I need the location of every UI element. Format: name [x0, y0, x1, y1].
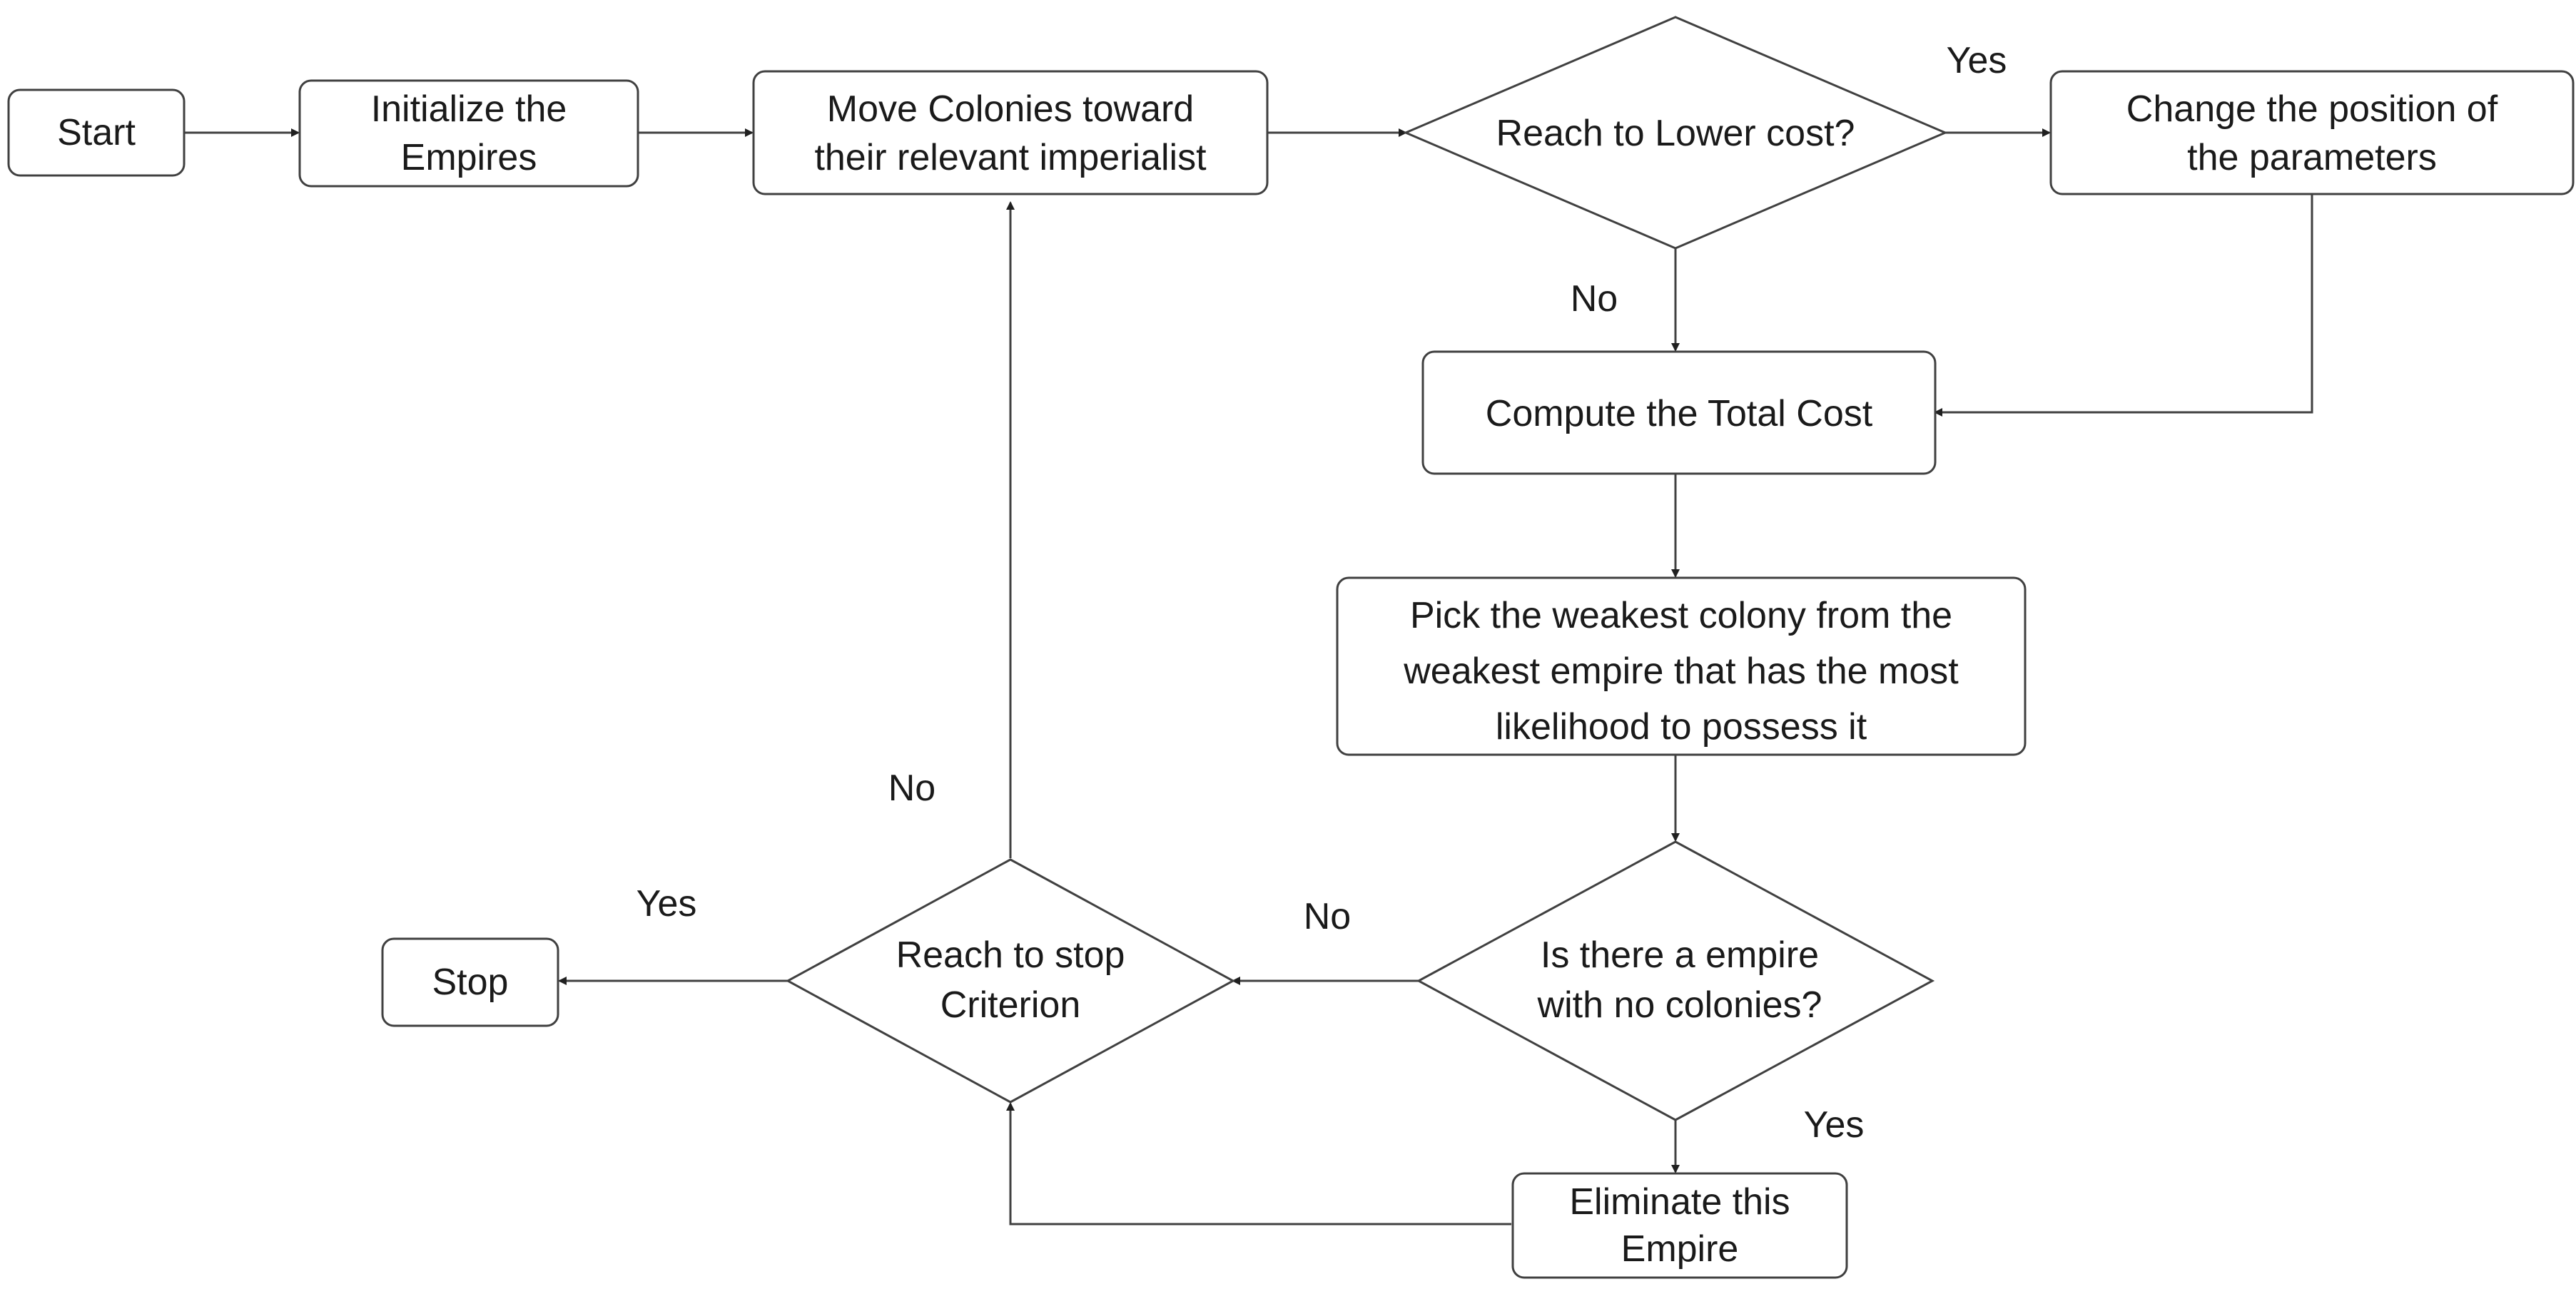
no-colonies-yes-label: Yes [1804, 1104, 1865, 1146]
compute-total-cost-node: Compute the Total Cost [1421, 350, 1937, 475]
reach-stop-criterion-label-line-1: Reach to stop [896, 934, 1125, 976]
change-position-label-line-2: the parameters [2187, 137, 2437, 178]
change-position-label-line-1: Change the position of [2126, 88, 2498, 130]
stop-criterion-no-label: No [888, 768, 935, 809]
lower-cost-no-label: No [1571, 278, 1618, 320]
initialize-empires-label-line-2: Empires [401, 137, 537, 178]
move-colonies-label-line-2: their relevant imperialist [814, 137, 1207, 178]
edge-eliminate-to-stopcheck [1006, 1102, 1511, 1226]
change-position-node: Change the position of the parameters [2049, 70, 2575, 195]
start-node: Start [7, 88, 186, 177]
stop-node-label: Stop [432, 962, 509, 1003]
empire-no-colonies-label-line-2: with no colonies? [1537, 984, 1822, 1026]
stop-node: Stop [381, 937, 559, 1027]
initialize-empires-node: Initialize the Empires [298, 79, 639, 188]
pick-weakest-colony-node: Pick the weakest colony from the weakest… [1336, 576, 2027, 756]
stop-criterion-yes-label: Yes [637, 883, 697, 924]
compute-total-cost-label: Compute the Total Cost [1486, 393, 1873, 434]
edge-change-to-compute [1934, 194, 2313, 417]
eliminate-empire-label-line-2: Empire [1621, 1228, 1739, 1270]
empire-no-colonies-decision: Is there a empire with no colonies? [1416, 840, 1935, 1121]
lower-cost-yes-label: Yes [1947, 40, 2007, 81]
start-node-label: Start [57, 112, 136, 153]
reach-stop-criterion-decision: Reach to stop Criterion [785, 858, 1236, 1104]
move-colonies-label-line-1: Move Colonies toward [827, 88, 1194, 130]
reach-lower-cost-label: Reach to Lower cost? [1496, 113, 1855, 154]
eliminate-empire-node: Eliminate this Empire [1511, 1172, 1848, 1279]
pick-weakest-label-line-3: likelihood to possess it [1496, 706, 1867, 748]
pick-weakest-label-line-2: weakest empire that has the most [1403, 651, 1959, 692]
initialize-empires-label-line-1: Initialize the [371, 88, 567, 130]
eliminate-empire-label-line-1: Eliminate this [1569, 1181, 1790, 1223]
move-colonies-node: Move Colonies toward their relevant impe… [752, 70, 1269, 195]
pick-weakest-label-line-1: Pick the weakest colony from the [1410, 595, 1952, 636]
reach-lower-cost-decision: Reach to Lower cost? [1403, 16, 1948, 250]
empire-no-colonies-label-line-1: Is there a empire [1541, 934, 1819, 976]
no-colonies-no-label: No [1304, 896, 1351, 937]
reach-stop-criterion-label-line-2: Criterion [940, 984, 1081, 1026]
